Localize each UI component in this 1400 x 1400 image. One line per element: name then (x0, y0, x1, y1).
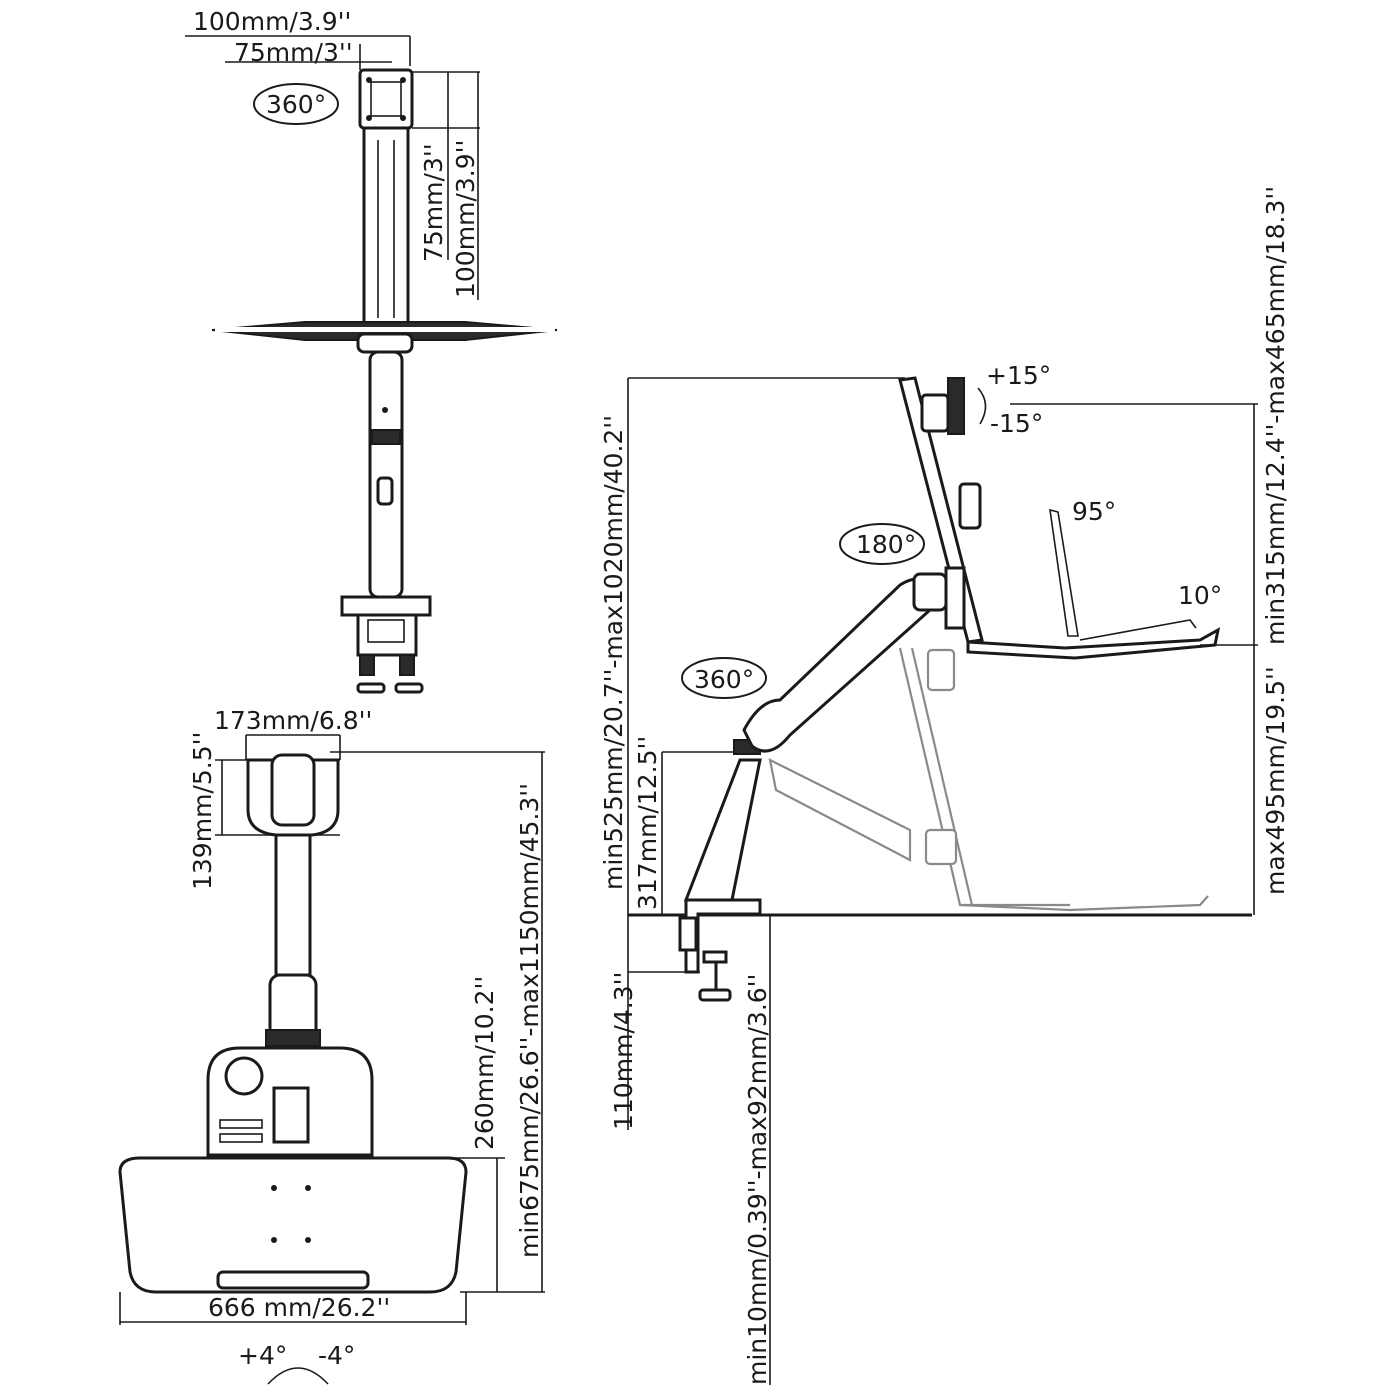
tilt-arc (267, 1367, 329, 1385)
clamp-110-label: 110mm/4.3'' (609, 972, 638, 1130)
front-view: 173mm/6.8'' 139mm/5.5'' 260mm/10.2'' min… (118, 706, 545, 1385)
depth-260-label: 260mm/10.2'' (470, 976, 499, 1150)
top-view-pole (362, 126, 410, 325)
post-317-label: 317mm/12.5'' (633, 736, 662, 910)
side-view-keyboard-tray (966, 627, 1221, 660)
side-view-vesa-bracket (920, 393, 950, 433)
side-view-laptop-screen (1049, 508, 1079, 637)
front-view-tray (118, 1156, 468, 1294)
clamp-thickness-label: min10mm/0.39''-max92mm/3.6'' (743, 974, 772, 1385)
vesa-100-label: 100mm/3.9'' (193, 7, 351, 36)
vesa-75-label: 75mm/3'' (234, 38, 353, 67)
keyboard-angle-label: 95° (1072, 497, 1116, 526)
side-view-lower-arm (683, 758, 762, 902)
swivel-360-label: 360° (694, 665, 754, 694)
side-view: min525mm/20.7''-max1020mm/40.2'' 317mm/1… (599, 186, 1290, 1385)
height-139-label: 139mm/5.5'' (188, 732, 217, 890)
front-view-arm (274, 833, 312, 977)
swivel-360-badge (681, 657, 767, 699)
height-range-label: min525mm/20.7''-max1020mm/40.2'' (599, 415, 628, 890)
vesa-100-vertical-label: 100mm/3.9'' (451, 140, 480, 298)
tray-angle-label: 10° (1178, 581, 1222, 610)
vesa-75-vertical-label: 75mm/3'' (419, 143, 448, 262)
width-173-label: 173mm/6.8'' (214, 706, 372, 735)
monitor-tilt-minus-label: -15° (990, 409, 1043, 438)
tray-width-label: 666 mm/26.2'' (208, 1293, 390, 1322)
side-view-clamp (684, 898, 762, 974)
top-view: 100mm/3.9'' 75mm/3'' 360° 75mm/3'' 100mm… (185, 7, 558, 694)
top-view-arm (368, 350, 404, 599)
monitor-height-range-label: min315mm/12.4''-max465mm/18.3'' (1261, 186, 1290, 645)
rotation-360-badge (253, 83, 339, 125)
swivel-180-label: 180° (856, 530, 916, 559)
tilt-minus-label: -4° (318, 1341, 355, 1370)
monitor-tilt-plus-label: +15° (986, 361, 1051, 390)
rotation-360-label: 360° (266, 90, 326, 119)
top-view-clamp (340, 595, 432, 617)
side-view-gas-arm (742, 577, 938, 753)
reach-range-label: min675mm/26.6''-max1150mm/45.3'' (515, 783, 544, 1258)
tray-height-max-label: max495mm/19.5'' (1261, 666, 1290, 895)
swivel-180-badge (839, 523, 925, 565)
tilt-plus-label: +4° (238, 1341, 287, 1370)
